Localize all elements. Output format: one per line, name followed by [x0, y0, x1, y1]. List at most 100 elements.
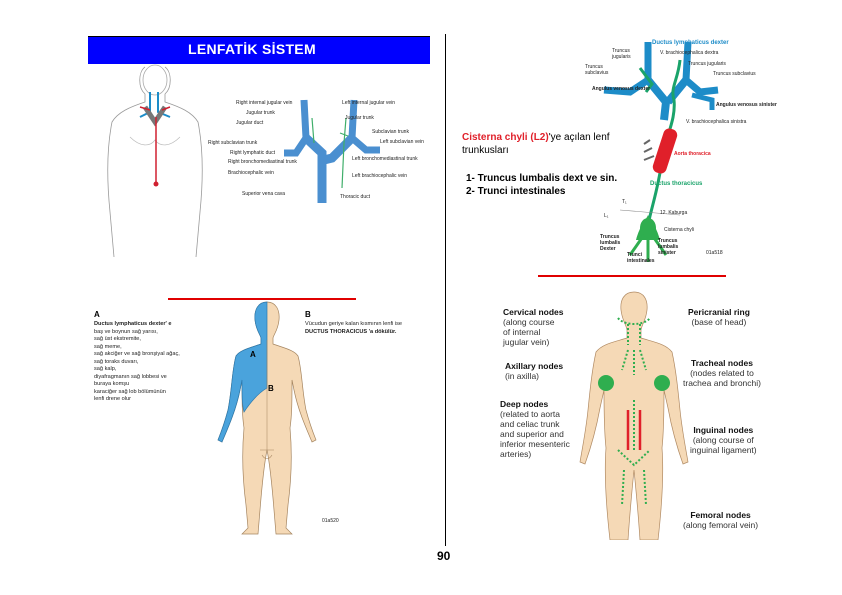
label-left-0: Right internal jugular vein	[236, 100, 293, 106]
body-label-b: B	[268, 384, 274, 393]
thoracic-duct-diagram	[603, 41, 719, 262]
label-code-top-right: 01a518	[706, 250, 723, 256]
venous-angle-diagram	[284, 99, 380, 203]
label-v-brachio-sinistra: V. brachiocephalica sinistra	[686, 119, 747, 125]
label-right-6: Thoracic duct	[340, 194, 371, 200]
label-right-2: Subclavian trunk	[372, 129, 409, 135]
label-code-bottom-left: 01a520	[322, 518, 339, 524]
body-drainage-figure	[217, 301, 317, 535]
deep-desc-3: inferior mesenteric	[500, 439, 570, 449]
pericranial-desc-0: (base of head)	[691, 317, 747, 327]
tracheal-nodes-label: Tracheal nodes (nodes related to trachea…	[683, 358, 761, 388]
label-ductus-dexter: Ductus lymphaticus dexter	[652, 40, 729, 46]
label-angulus-dexter: Angulus venosus dexter	[592, 86, 651, 92]
tracheal-title: Tracheal nodes	[691, 358, 753, 368]
label-angulus-sinister: Angulus venosus sinister	[716, 102, 777, 108]
label-t12: T₁	[622, 199, 627, 205]
cervical-title: Cervical nodes	[503, 307, 564, 317]
b-text-0: Vücudun geriye kalan kısmının lenfi ise	[305, 321, 403, 327]
a-text-7: diyafragmanın sağ lobbesi ve	[94, 373, 167, 380]
red-rule-right	[538, 275, 726, 277]
a-text-0: Ductus lymphaticus dexter' e	[94, 321, 172, 327]
label-truncus-jugularis-left: Truncus jugularis	[612, 48, 631, 60]
label-right-0: Left internal jugular vein	[342, 100, 396, 106]
a-description: Ductus lymphaticus dexter' e baş ve boyn…	[94, 321, 209, 404]
a-text-5: sağ toraks duvarı,	[94, 358, 139, 365]
axillary-desc-0: (in axilla)	[505, 371, 540, 381]
page-number: 90	[437, 549, 451, 563]
a-text-1: baş ve boynun sağ yarısı,	[94, 328, 158, 335]
label-truncus-subclavius-right: Truncus subclavius	[713, 71, 756, 77]
axillary-title: Axillary nodes	[505, 361, 564, 371]
tl-dexter-line-2: lumbalis	[600, 240, 621, 246]
tl-sin-line-2: lumbalis	[658, 244, 679, 250]
ti-line-1: Trunci	[627, 252, 643, 258]
inguinal-nodes-label: Inguinal nodes (along course of inguinal…	[690, 425, 757, 455]
tl-dexter-line-3: Dexter	[600, 246, 616, 252]
b-description: Vücudun geriye kalan kısmının lenfi ise …	[305, 321, 435, 336]
ti-line-2: intestinales	[627, 258, 655, 264]
label-left-6: Brachiocephalic vein	[228, 170, 274, 176]
deep-desc-4: arteries)	[500, 449, 532, 459]
femoral-desc-0: (along femoral vein)	[683, 520, 759, 530]
center-divider	[445, 34, 446, 546]
label-truncus-subclavius-left: Truncus subclavius	[585, 64, 609, 76]
label-left-5: Right bronchomediastinal trunk	[228, 159, 297, 165]
trunci-item-1: 1- Truncus lumbalis dext ve sin.	[466, 173, 618, 184]
lymph-nodes-figure	[579, 291, 689, 540]
cisterna-bold: Cisterna chyli (L2)	[462, 132, 549, 143]
tl-sin-line-3: sinister	[658, 250, 676, 256]
label-right-1: Jugular trunk	[345, 115, 374, 121]
pericranial-title: Pericranial ring	[688, 307, 750, 317]
label-b: B	[305, 310, 311, 319]
deep-desc-0: (related to aorta	[500, 409, 561, 419]
label-left-7: Superior vena cava	[242, 191, 286, 197]
a-text-2: sağ üst ekstremite,	[94, 336, 141, 342]
label-aorta: Aorta thoracica	[674, 151, 711, 157]
cisterna-note: Cisterna chyli (L2)'ye açılan lenf trunk…	[462, 131, 652, 157]
label-truncus-jugularis-right: Truncus jugularis	[688, 61, 726, 67]
label-ductus-thoracicus: Ductus thoracicus	[650, 181, 703, 187]
cervical-desc-0: (along course	[503, 317, 555, 327]
label-left-2: Jugular duct	[236, 120, 264, 126]
title-bar: LENFATİK SİSTEM	[88, 36, 430, 64]
cisterna-rest-1: 'ye açılan lenf	[548, 132, 610, 143]
label-cisterna-chyli: Cisterna chyli	[664, 227, 695, 233]
tracheal-desc-0: (nodes related to	[690, 368, 754, 378]
a-text-3: sağ meme,	[94, 343, 122, 350]
pericranial-ring-label: Pericranial ring (base of head)	[688, 307, 750, 327]
label-trunci-intestinales: Trunci intestinales	[627, 252, 655, 264]
label-truncus-lumbalis-dexter: Truncus lumbalis Dexter	[600, 234, 620, 252]
tl-sin-line-1: Truncus	[658, 238, 678, 244]
inguinal-title: Inguinal nodes	[693, 425, 754, 435]
cisterna-rest-2: trunkusları	[462, 145, 509, 156]
page-title: LENFATİK SİSTEM	[188, 41, 316, 57]
femoral-nodes-label: Femoral nodes (along femoral vein)	[683, 510, 758, 530]
label-v-brachio-dextra: V. brachiocephalica dextra	[660, 50, 719, 56]
label-a: A	[94, 310, 100, 319]
cervical-desc-2: jugular vein)	[503, 337, 550, 347]
a-text-4: sağ akciğer ve sağ bronşiyal ağaç,	[94, 351, 180, 357]
label-right-5: Left brachiocephalic vein	[352, 173, 408, 179]
tracheal-desc-1: trachea and bronchi)	[683, 378, 761, 388]
deep-nodes-label: Deep nodes (related to aorta and celiac …	[500, 399, 570, 459]
label-t12-kaburga: 12. Kaburga	[660, 210, 688, 216]
red-rule-left	[168, 298, 356, 300]
label-l1: L₁	[604, 213, 609, 219]
inguinal-desc-0: (along course of	[692, 435, 754, 445]
femoral-title: Femoral nodes	[690, 510, 751, 520]
trunci-list: 1- Truncus lumbalis dext ve sin. 2- Trun…	[466, 172, 617, 198]
tl-dexter-line-1: Truncus	[600, 234, 620, 240]
body-label-a: A	[250, 350, 256, 359]
deep-desc-1: and celiac trunk	[500, 419, 560, 429]
cervical-nodes-label: Cervical nodes (along course of internal…	[503, 307, 563, 347]
trunci-item-2: 2- Trunci intestinales	[466, 186, 566, 197]
label-left-4: Right lymphatic duct	[230, 150, 276, 156]
deep-title: Deep nodes	[500, 399, 549, 409]
label-right-4: Left bronchomediastinal trunk	[352, 156, 418, 162]
a-text-10: lenfi drene olur	[94, 396, 132, 402]
deep-desc-2: and superior and	[500, 429, 564, 439]
a-text-6: sağ kalp,	[94, 366, 117, 372]
cervical-desc-1: of internal	[503, 327, 541, 337]
label-left-3: Right subclavian trunk	[208, 140, 258, 146]
